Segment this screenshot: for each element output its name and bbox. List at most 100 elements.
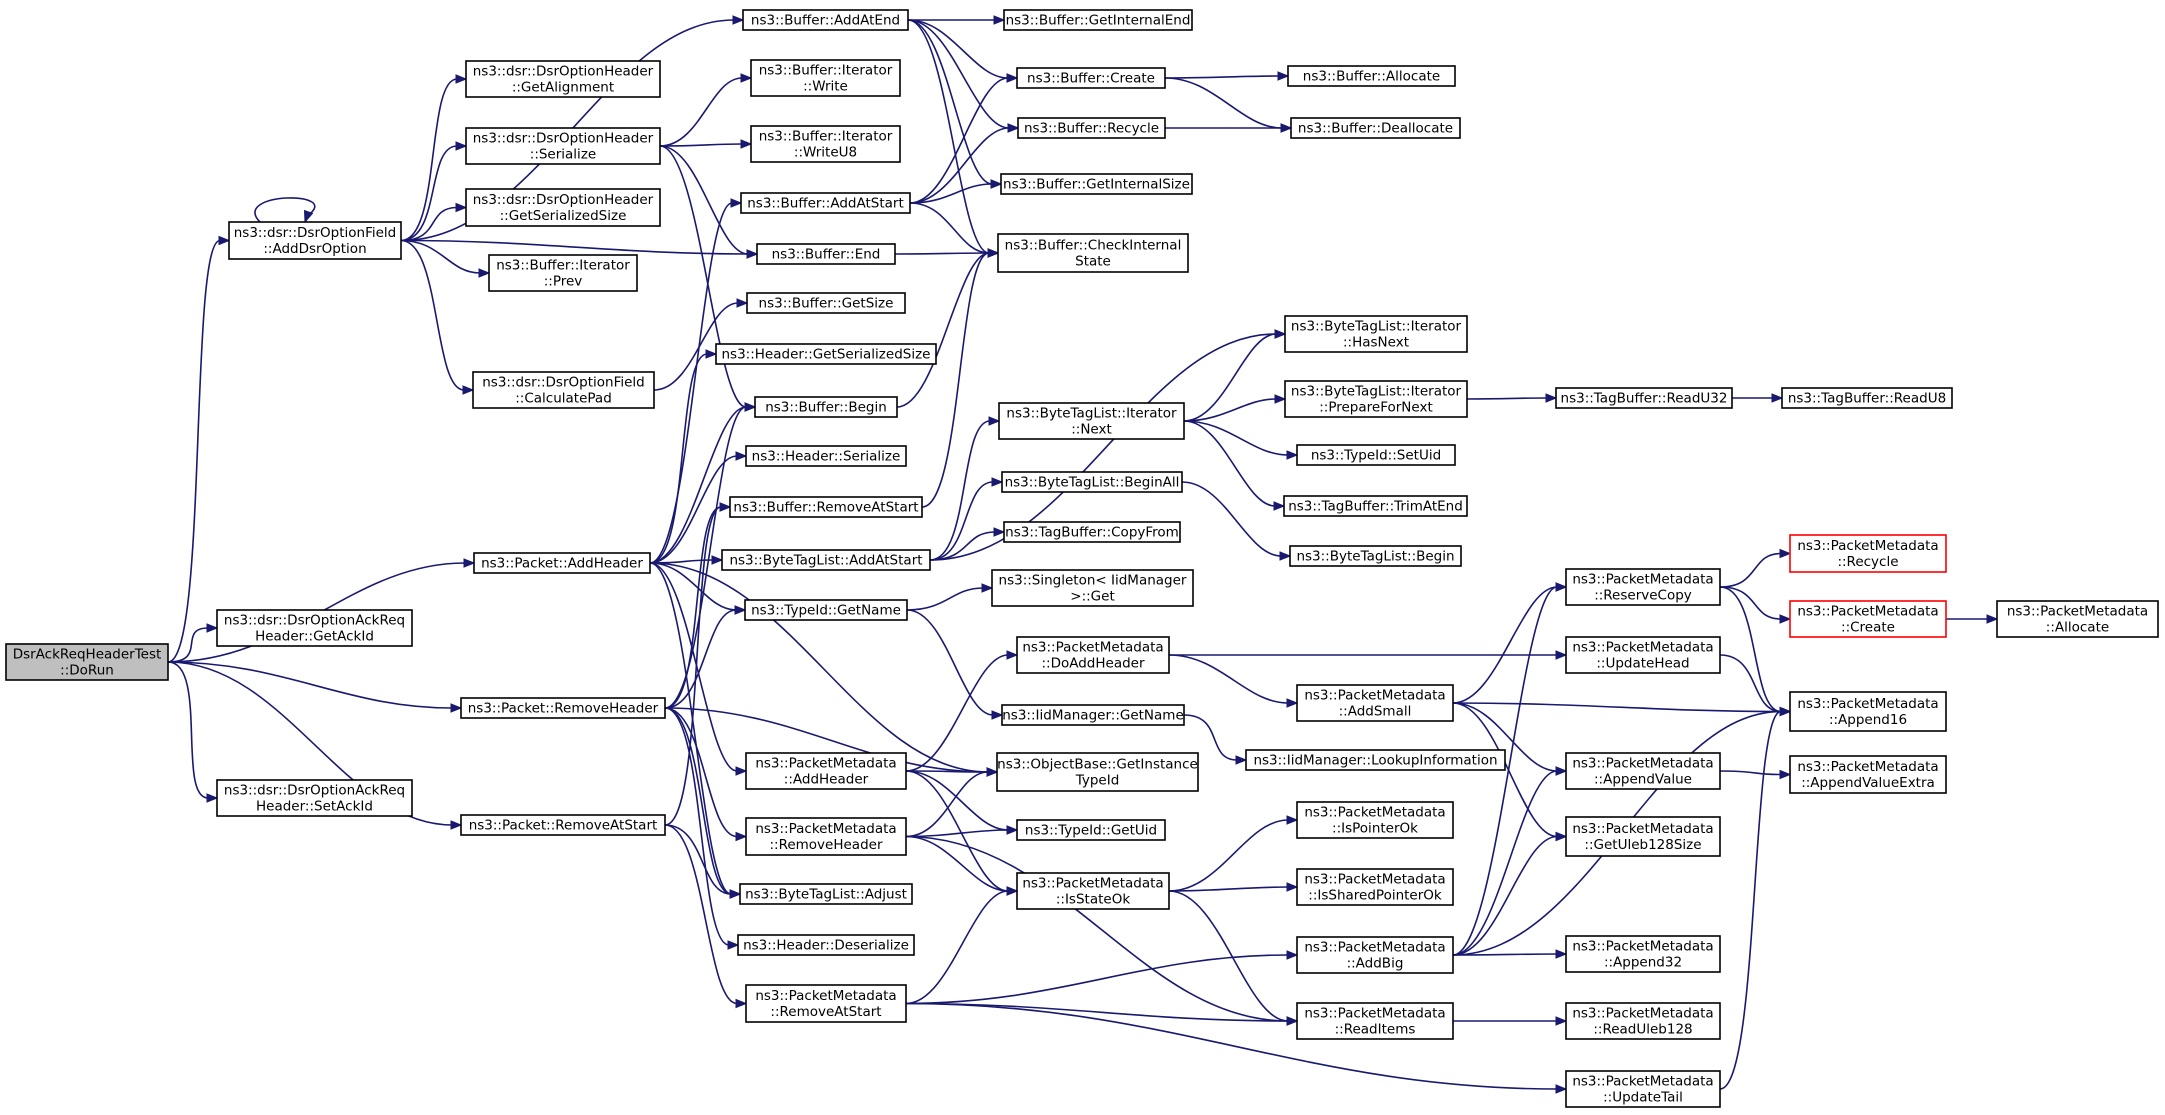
call-edge-pkt-addheader-to-buf-begin bbox=[649, 406, 747, 564]
node-getackid[interactable]: ns3::dsr::DsrOptionAckReqHeader::GetAckI… bbox=[216, 609, 413, 647]
call-arrowhead bbox=[1555, 831, 1568, 842]
node-itwrite[interactable]: ns3::Buffer::Iterator::Write bbox=[750, 59, 901, 97]
node-box bbox=[1001, 704, 1185, 726]
node-pm-addheader[interactable]: ns3::PacketMetadata::AddHeader bbox=[745, 752, 907, 790]
node-pm-append16[interactable]: ns3::PacketMetadata::Append16 bbox=[1789, 691, 1947, 732]
call-arrowhead bbox=[736, 298, 749, 308]
node-pm-addsmall[interactable]: ns3::PacketMetadata::AddSmall bbox=[1296, 684, 1454, 722]
node-box bbox=[998, 402, 1185, 440]
node-pm-appendvalueextra[interactable]: ns3::PacketMetadata::AppendValueExtra bbox=[1789, 755, 1947, 794]
node-hdr-deserialize[interactable]: ns3::Header::Deserialize bbox=[737, 934, 915, 956]
call-arrowhead bbox=[1555, 582, 1568, 592]
node-pm-doaddheader[interactable]: ns3::PacketMetadata::DoAddHeader bbox=[1016, 636, 1170, 674]
call-arrowhead bbox=[218, 235, 231, 246]
node-buf-begin[interactable]: ns3::Buffer::Begin bbox=[754, 396, 898, 418]
node-itwriteu8[interactable]: ns3::Buffer::Iterator::WriteU8 bbox=[750, 125, 901, 163]
node-pm-addbig[interactable]: ns3::PacketMetadata::AddBig bbox=[1296, 936, 1454, 974]
node-hdr-getserializedsize[interactable]: ns3::Header::GetSerializedSize bbox=[715, 343, 937, 365]
node-pm-append32[interactable]: ns3::PacketMetadata::Append32 bbox=[1565, 935, 1721, 973]
node-buf-addatstart[interactable]: ns3::Buffer::AddAtStart bbox=[740, 192, 911, 214]
node-pm-issharedpointerok[interactable]: ns3::PacketMetadata::IsSharedPointerOk bbox=[1296, 868, 1454, 906]
node-box bbox=[1296, 936, 1454, 974]
node-buf-allocate[interactable]: ns3::Buffer::Allocate bbox=[1287, 65, 1456, 87]
node-pkt-addheader[interactable]: ns3::Packet::AddHeader bbox=[473, 552, 651, 574]
node-btli-hasnext[interactable]: ns3::ByteTagList::Iterator::HasNext bbox=[1284, 315, 1468, 353]
node-adddsroption[interactable]: ns3::dsr::DsrOptionField::AddDsrOption bbox=[228, 221, 402, 260]
node-iid-lookupinformation[interactable]: ns3::IidManager::LookupInformation bbox=[1245, 749, 1506, 771]
node-buf-recycle[interactable]: ns3::Buffer::Recycle bbox=[1017, 117, 1166, 139]
call-arrowhead bbox=[987, 248, 1000, 258]
node-pm-allocate[interactable]: ns3::PacketMetadata::Allocate bbox=[1996, 600, 2159, 638]
node-buf-deallocate[interactable]: ns3::Buffer::Deallocate bbox=[1290, 117, 1461, 139]
call-arrowhead bbox=[1274, 329, 1287, 339]
node-pm-readitems[interactable]: ns3::PacketMetadata::ReadItems bbox=[1296, 1002, 1454, 1040]
node-label: ::GetUleb128Size bbox=[1584, 837, 1701, 853]
node-buf-getinternalend[interactable]: ns3::Buffer::GetInternalEnd bbox=[1003, 9, 1193, 31]
node-btl-beginall[interactable]: ns3::ByteTagList::BeginAll bbox=[1001, 471, 1183, 493]
node-ohgetserializedsize[interactable]: ns3::dsr::DsrOptionHeader::GetSerialized… bbox=[465, 188, 661, 227]
node-ohserialize[interactable]: ns3::dsr::DsrOptionHeader::Serialize bbox=[465, 127, 661, 165]
call-arrowhead bbox=[1986, 614, 1999, 624]
node-buf-create[interactable]: ns3::Buffer::Create bbox=[1016, 67, 1166, 89]
node-buf-getinternalsize[interactable]: ns3::Buffer::GetInternalSize bbox=[1000, 173, 1193, 195]
node-btli-preparefornext[interactable]: ns3::ByteTagList::Iterator::PrepareForNe… bbox=[1284, 380, 1468, 418]
node-typeid-getuid[interactable]: ns3::TypeId::GetUid bbox=[1016, 819, 1166, 841]
call-edge-buf-addatstart-to-buf-getinternalsize bbox=[909, 183, 993, 204]
node-getalignment[interactable]: ns3::dsr::DsrOptionHeader::GetAlignment bbox=[465, 60, 661, 98]
node-pm-removeheader[interactable]: ns3::PacketMetadata::RemoveHeader bbox=[745, 817, 907, 856]
node-pm-updatehead[interactable]: ns3::PacketMetadata::UpdateHead bbox=[1565, 636, 1721, 674]
call-arrowhead bbox=[746, 249, 759, 259]
node-tb-readu8[interactable]: ns3::TagBuffer::ReadU8 bbox=[1781, 387, 1953, 409]
node-pm-readuleb128[interactable]: ns3::PacketMetadata::ReadUleb128 bbox=[1565, 1002, 1721, 1040]
node-dorun[interactable]: DsrAckReqHeaderTest::DoRun bbox=[5, 643, 169, 681]
node-label: ns3::PacketMetadata bbox=[2007, 604, 2148, 620]
node-pm-ispointerok[interactable]: ns3::PacketMetadata::IsPointerOk bbox=[1296, 801, 1454, 839]
node-typeid-getname[interactable]: ns3::TypeId::GetName bbox=[744, 599, 908, 621]
node-label: ns3::ByteTagList::Iterator bbox=[1291, 384, 1462, 400]
call-arrowhead bbox=[1006, 825, 1019, 835]
node-btli-next[interactable]: ns3::ByteTagList::Iterator::Next bbox=[998, 402, 1185, 440]
node-pm-removeatstart[interactable]: ns3::PacketMetadata::RemoveAtStart bbox=[745, 984, 907, 1023]
call-arrowhead bbox=[735, 451, 748, 461]
node-tb-copyfrom[interactable]: ns3::TagBuffer::CopyFrom bbox=[1003, 521, 1181, 543]
node-pm-updatetail[interactable]: ns3::PacketMetadata::UpdateTail bbox=[1565, 1070, 1721, 1108]
node-tb-readu32[interactable]: ns3::TagBuffer::ReadU32 bbox=[1555, 387, 1733, 409]
node-btl-addatstart[interactable]: ns3::ByteTagList::AddAtStart bbox=[721, 549, 931, 571]
node-label: ns3::Singleton< IidManager bbox=[999, 573, 1187, 589]
node-iid-getname[interactable]: ns3::IidManager::GetName bbox=[1001, 704, 1185, 726]
node-label: ns3::Buffer::Create bbox=[1027, 71, 1155, 87]
node-itprev[interactable]: ns3::Buffer::Iterator::Prev bbox=[488, 254, 638, 292]
node-hdr-serialize[interactable]: ns3::Header::Serialize bbox=[745, 445, 907, 467]
node-buf-getsize[interactable]: ns3::Buffer::GetSize bbox=[746, 292, 906, 314]
node-pm-reservecopy[interactable]: ns3::PacketMetadata::ReserveCopy bbox=[1565, 568, 1721, 606]
node-pkt-removeheader[interactable]: ns3::Packet::RemoveHeader bbox=[460, 697, 666, 719]
node-buf-end[interactable]: ns3::Buffer::End bbox=[756, 243, 896, 265]
node-singleton-get[interactable]: ns3::Singleton< IidManager>::Get bbox=[991, 569, 1194, 607]
node-setackid[interactable]: ns3::dsr::DsrOptionAckReqHeader::SetAckI… bbox=[216, 779, 413, 817]
call-arrowhead bbox=[1779, 706, 1792, 717]
node-typeid-setuid[interactable]: ns3::TypeId::SetUid bbox=[1296, 444, 1456, 466]
call-arrowhead bbox=[705, 349, 718, 359]
node-btl-begin[interactable]: ns3::ByteTagList::Begin bbox=[1289, 545, 1462, 567]
node-pm-isstateok[interactable]: ns3::PacketMetadata::IsStateOk bbox=[1016, 872, 1170, 910]
node-btl-adjust[interactable]: ns3::ByteTagList::Adjust bbox=[739, 883, 913, 905]
node-box bbox=[1283, 495, 1468, 517]
node-pm-recycle[interactable]: ns3::PacketMetadata::Recycle bbox=[1789, 534, 1947, 573]
node-buf-addatend[interactable]: ns3::Buffer::AddAtEnd bbox=[742, 9, 909, 31]
node-pm-create[interactable]: ns3::PacketMetadata::Create bbox=[1789, 600, 1947, 638]
node-box bbox=[745, 817, 907, 856]
node-pm-appendvalue[interactable]: ns3::PacketMetadata::AppendValue bbox=[1565, 752, 1721, 790]
node-label: ns3::PacketMetadata bbox=[1572, 1006, 1713, 1022]
node-buf-removeatstart[interactable]: ns3::Buffer::RemoveAtStart bbox=[729, 496, 923, 518]
node-pkt-removeatstart[interactable]: ns3::Packet::RemoveAtStart bbox=[460, 814, 666, 836]
node-box bbox=[1296, 1002, 1454, 1040]
node-pm-getuleb128size[interactable]: ns3::PacketMetadata::GetUleb128Size bbox=[1565, 816, 1721, 857]
call-arrowhead bbox=[450, 820, 463, 830]
node-tb-trimatend[interactable]: ns3::TagBuffer::TrimAtEnd bbox=[1283, 495, 1468, 517]
node-calcpad[interactable]: ns3::dsr::DsrOptionField::CalculatePad bbox=[472, 371, 655, 409]
call-edge-adddsroption-to-ohserialize bbox=[400, 145, 458, 242]
node-label: ::AppendValueExtra bbox=[1801, 775, 1935, 791]
node-label: ::Recycle bbox=[1837, 554, 1898, 570]
